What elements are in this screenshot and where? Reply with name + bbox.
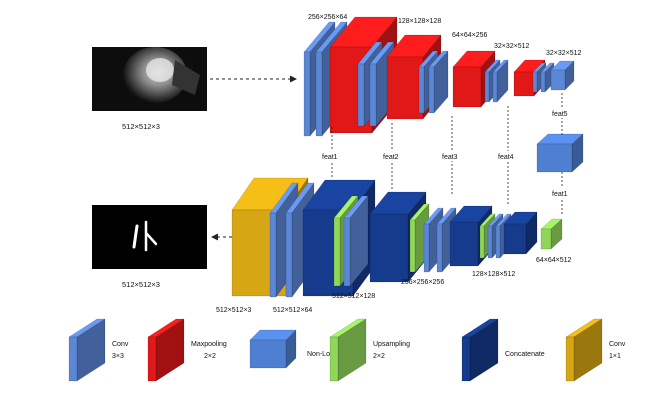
legend-item-concat: Concatenate <box>461 318 545 382</box>
enc4-conv-b <box>492 59 509 103</box>
encoder-blocks <box>303 16 575 137</box>
legend-label-concat: Concatenate <box>505 351 545 358</box>
legend-sublabel-maxpool: 2×2 <box>204 353 216 360</box>
legend-label-maxpool: Maxpooling <box>191 341 227 348</box>
output-image <box>92 205 207 269</box>
enc5-conv-c <box>550 60 575 91</box>
legend: Conv 3×3 Maxpooling 2×2 Non-Local Upsampling 2… <box>68 318 626 382</box>
decoder-blocks <box>231 177 563 298</box>
legend-item-conv3: Conv 3×3 <box>68 318 129 382</box>
dec3-size-label: 256×256×256 <box>401 279 444 286</box>
dec1-size-label: 512×512×64 <box>273 307 312 314</box>
input-size-label: 512×512×3 <box>122 122 160 131</box>
feat3-label: feat3 <box>442 154 458 161</box>
enc5-size-label: 32×32×512 <box>546 50 582 57</box>
feat4-label: feat4 <box>498 154 514 161</box>
enc3-conv-b <box>428 50 449 114</box>
dec4-concat <box>503 211 538 255</box>
input-image <box>92 47 207 111</box>
enc1-size-label: 256×256×64 <box>308 14 347 21</box>
legend-item-maxpool: Maxpooling 2×2 <box>147 318 227 382</box>
legend-label-nonlocal: Non-Local <box>307 351 339 358</box>
legend-sublabel-upsample: 2×2 <box>373 353 385 360</box>
legend-item-upsample: Upsampling 2×2 <box>329 318 410 382</box>
legend-swatch-conv1 <box>565 318 603 382</box>
dec2-size-label: 512×512×128 <box>332 293 375 300</box>
output-size-label: 512×512×3 <box>122 280 160 289</box>
legend-swatch-maxpool <box>147 318 185 382</box>
dec4-size-label: 128×128×512 <box>472 271 515 278</box>
legend-swatch-nonlocal <box>249 329 297 369</box>
legend-label-conv3: Conv <box>112 341 129 348</box>
legend-label-conv1: Conv <box>609 341 626 348</box>
legend-label-upsample: Upsampling <box>373 341 410 348</box>
enc4-size-label: 32×32×512 <box>494 43 530 50</box>
feat1-label: feat1 <box>322 154 338 161</box>
enc3-size-label: 64×64×256 <box>452 32 488 39</box>
legend-swatch-conv3 <box>68 318 106 382</box>
legend-sublabel-conv3: 3×3 <box>112 353 124 360</box>
dec2-conv-a <box>343 195 369 287</box>
dec5-size-label: 64×64×512 <box>536 257 572 264</box>
dec5-upsample <box>540 218 563 250</box>
legend-sublabel-conv1: 1×1 <box>609 353 621 360</box>
feat1-nonlocal-label: feat1 <box>552 191 568 198</box>
feat2-label: feat2 <box>383 154 399 161</box>
legend-swatch-upsample <box>329 318 367 382</box>
dec-out-size-label: 512×512×3 <box>216 307 252 314</box>
legend-swatch-concat <box>461 318 499 382</box>
legend-item-conv1: Conv 1×1 <box>565 318 626 382</box>
nonlocal-cube-shape <box>536 133 584 173</box>
legend-item-nonlocal: Non-Local <box>249 329 339 369</box>
nonlocal-block <box>536 133 584 173</box>
enc2-size-label: 128×128×128 <box>398 18 441 25</box>
feat5-label: feat5 <box>552 111 568 118</box>
